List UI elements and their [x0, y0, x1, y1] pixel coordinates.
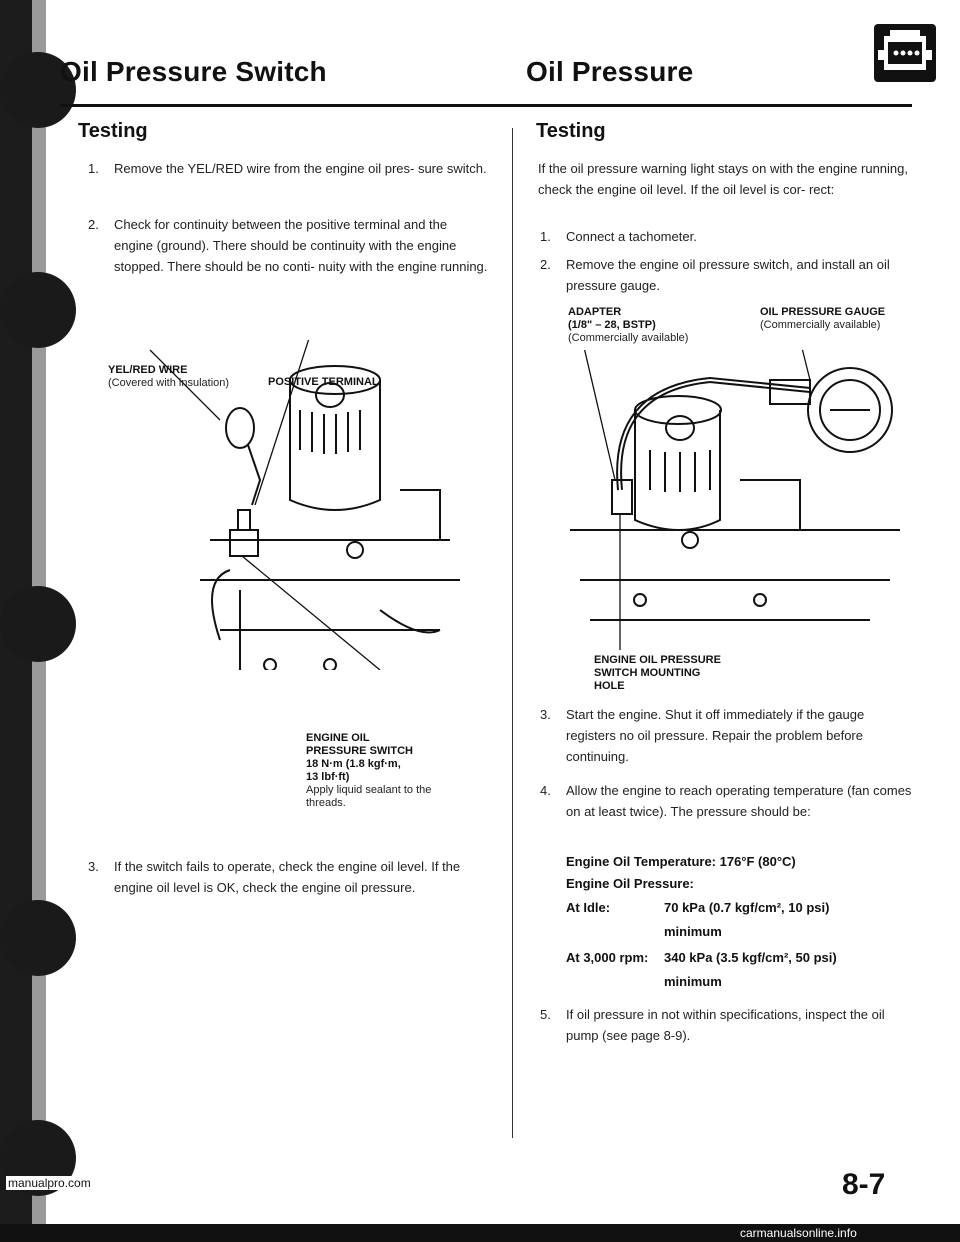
spec-temperature: Engine Oil Temperature: 176°F (80°C) [566, 854, 796, 869]
step-text: Remove the YEL/RED wire from the engine … [114, 161, 487, 176]
step-item: 4. Allow the engine to reach operating t… [540, 780, 916, 822]
label-text: YEL/RED WIRE [108, 364, 188, 376]
step-item: 1. Connect a tachometer. [540, 226, 916, 247]
header-rule [60, 104, 912, 107]
label-text: ENGINE OIL PRESSURE [594, 654, 721, 666]
step-item: 3. If the switch fails to operate, check… [88, 856, 488, 898]
section-title-left: Testing [78, 120, 148, 142]
engine-lubrication-icon [874, 24, 936, 82]
step-number: 1. [88, 161, 99, 176]
wire-label: YEL/RED WIRE (Covered with insulation) [108, 364, 238, 390]
label-text: ADAPTER [568, 306, 622, 318]
mounting-hole-label: ENGINE OIL PRESSURE SWITCH MOUNTING HOLE [594, 654, 774, 693]
step-number: 2. [88, 217, 99, 232]
step-item: 3. Start the engine. Shut it off immedia… [540, 704, 916, 767]
page-number: 8-7 [842, 1168, 886, 1201]
label-text: 18 N·m (1.8 kgf·m, [306, 758, 401, 770]
adapter-label: ADAPTER (1/8" – 28, BSTP) (Commercially … [568, 306, 728, 345]
step-text: Check for continuity between the positiv… [114, 217, 488, 274]
label-text: (Covered with insulation) [108, 377, 230, 389]
step-item: 2. Remove the engine oil pressure switch… [540, 254, 916, 296]
step-item: 2. Check for continuity between the posi… [88, 214, 488, 277]
step-number: 1. [540, 229, 551, 244]
label-text: PRESSURE SWITCH [306, 745, 413, 757]
binder-hole [0, 900, 76, 976]
gauge-label: OIL PRESSURE GAUGE (Commercially availab… [760, 306, 920, 332]
label-text: HOLE [594, 680, 625, 692]
spec-key: At 3,000 rpm: [566, 950, 649, 965]
binder-hole [0, 52, 76, 128]
binder-hole [0, 586, 76, 662]
step-text: Connect a tachometer. [566, 229, 697, 244]
step-number: 5. [540, 1007, 551, 1022]
spec-rpm-row: At 3,000 rpm: 340 kPa (3.5 kgf/cm², 50 p… [566, 948, 906, 968]
step-item: 1. Remove the YEL/RED wire from the engi… [88, 158, 488, 179]
switch-label: ENGINE OIL PRESSURE SWITCH 18 N·m (1.8 k… [306, 732, 456, 810]
footer-bar [0, 1224, 960, 1242]
step-number: 3. [540, 707, 551, 722]
label-text: ENGINE OIL [306, 732, 370, 744]
spec-key: At Idle: [566, 900, 611, 915]
page-title-right: Oil Pressure [526, 56, 694, 87]
spec-rpm-minimum: minimum [664, 974, 722, 989]
watermark-text: carmanualsonline.info [740, 1226, 857, 1240]
label-text: Apply liquid sealant to the threads. [306, 784, 432, 809]
step-text: If the switch fails to operate, check th… [114, 859, 461, 895]
column-divider [512, 128, 513, 1138]
step-number: 4. [540, 783, 551, 798]
label-text: OIL PRESSURE GAUGE [760, 306, 886, 318]
step-item: 5. If oil pressure in not within specifi… [540, 1004, 916, 1046]
section-title-right: Testing [536, 120, 606, 142]
spec-idle-minimum: minimum [664, 924, 722, 939]
step-number: 3. [88, 859, 99, 874]
intro-paragraph: If the oil pressure warning light stays … [538, 161, 908, 197]
spec-value: 340 kPa (3.5 kgf/cm², 50 psi) [664, 950, 837, 965]
spec-value: 70 kPa (0.7 kgf/cm², 10 psi) [664, 900, 830, 915]
spec-idle-row: At Idle: 70 kPa (0.7 kgf/cm², 10 psi) [566, 898, 906, 918]
step-text: Remove the engine oil pressure switch, a… [566, 257, 890, 293]
label-text: (Commercially available) [568, 332, 689, 344]
terminal-label: POSITIVE TERMINAL [268, 376, 379, 388]
source-url[interactable]: manualpro.com [6, 1176, 93, 1190]
step-number: 2. [540, 257, 551, 272]
spec-pressure-heading: Engine Oil Pressure: [566, 876, 694, 891]
label-text: SWITCH MOUNTING [594, 667, 701, 679]
step-text: Start the engine. Shut it off immediatel… [566, 707, 865, 764]
oil-pressure-switch-illustration [149, 340, 460, 670]
oil-pressure-gauge-illustration [570, 350, 900, 650]
step-text: Allow the engine to reach operating temp… [566, 783, 912, 819]
page-title-left: Oil Pressure Switch [60, 56, 327, 87]
label-text: (Commercially available) [760, 319, 881, 331]
label-text: 13 lbf·ft) [306, 771, 350, 783]
binder-hole [0, 272, 76, 348]
step-text: If oil pressure in not within specificat… [566, 1007, 885, 1043]
label-text: (1/8" – 28, BSTP) [568, 319, 656, 331]
